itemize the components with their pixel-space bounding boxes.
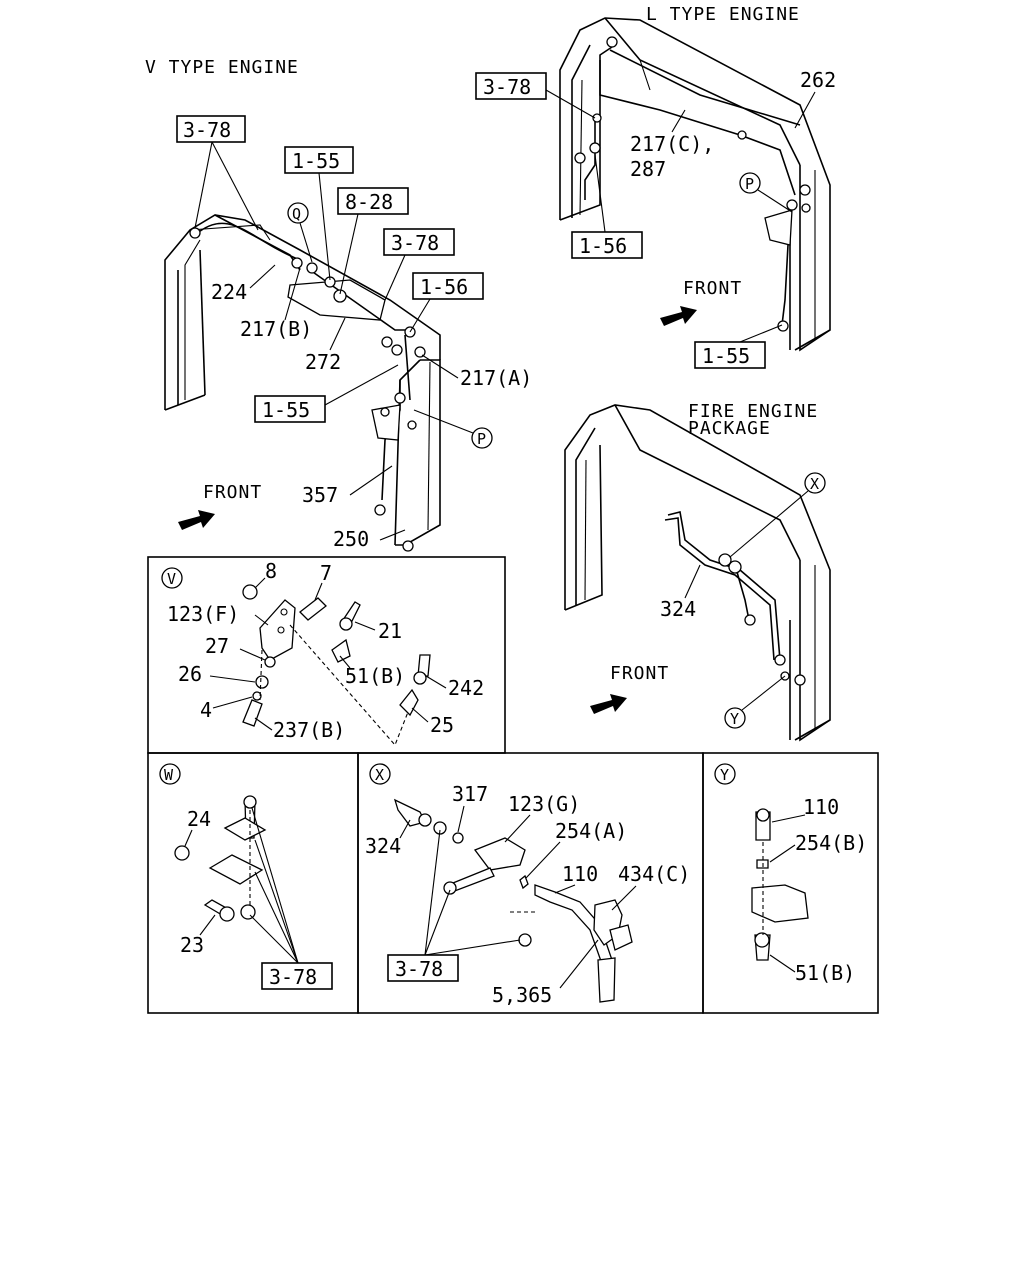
l-ref-3-78: 3-78 [483,75,531,99]
detail-y-panel: Y 110 254(B) 51(B) [702,752,879,1014]
detail-x-marker: X [375,766,384,784]
v-part-51b: 51(B) [345,664,405,688]
front-arrow-icon [178,510,215,530]
l-marker-p: P [745,175,754,193]
x-part-110: 110 [562,862,598,886]
detail-v-panel: V 8 7 123(F) 21 27 26 51(B) 242 [147,556,506,754]
y-part-51b: 51(B) [795,961,855,985]
v-ref-1-56: 1-56 [420,275,468,299]
v-part-250: 250 [333,527,369,551]
detail-x-panel: X 3-78 317 123(G) 324 254(A) 110 434(C) … [357,752,704,1014]
x-part-434c: 434(C) [618,862,690,886]
v-part-4: 4 [200,698,212,722]
fire-engine-view: FIRE ENGINE PACKAGE X Y 324 FRONT [564,401,831,742]
y-part-110: 110 [803,795,839,819]
v-part-25: 25 [430,713,454,737]
v-part-217b: 217(B) [240,317,312,341]
v-ref-1-55-a: 1-55 [292,149,340,173]
v-part-26: 26 [178,662,202,686]
l-ref-1-55: 1-55 [702,344,750,368]
w-part-24: 24 [187,807,211,831]
l-part-262: 262 [800,68,836,92]
l-part-217c: 217(C), [630,132,714,156]
front-arrow-icon [660,306,697,326]
x-part-123g: 123(G) [508,792,580,816]
v-part-27: 27 [205,634,229,658]
x-ref-3-78: 3-78 [395,957,443,981]
l-front-label: FRONT [683,278,742,299]
v-front-label: FRONT [203,482,262,503]
v-type-title: V TYPE ENGINE [145,57,299,78]
w-part-23: 23 [180,933,204,957]
x-part-317: 317 [452,782,488,806]
v-part-272: 272 [305,350,341,374]
l-ref-1-56: 1-56 [579,234,627,258]
x-part-324: 324 [365,834,401,858]
v-part-21: 21 [378,619,402,643]
fire-title-line1: FIRE ENGINE [688,401,818,422]
v-part-224: 224 [211,280,247,304]
detail-w-marker: W [164,766,174,784]
v-part-8: 8 [265,559,277,583]
v-part-123f: 123(F) [167,602,239,626]
fire-title-line2: PACKAGE [688,418,771,439]
detail-y-marker: Y [720,766,729,784]
x-part-5-365: 5,365 [492,983,552,1007]
detail-v-marker: V [167,570,176,588]
v-ref-3-78-b: 3-78 [391,231,439,255]
v-type-engine-view: V TYPE ENGINE [145,57,532,552]
v-ref-1-55-b: 1-55 [262,398,310,422]
fire-marker-y: Y [730,710,739,728]
v-part-357: 357 [302,483,338,507]
v-ref-8-28: 8-28 [345,190,393,214]
v-part-237b: 237(B) [273,718,345,742]
fire-marker-x: X [810,475,819,493]
v-part-217a: 217(A) [460,366,532,390]
y-part-254b: 254(B) [795,831,867,855]
v-marker-q: Q [292,205,301,223]
front-arrow-icon [590,694,627,714]
v-part-242: 242 [448,676,484,700]
x-part-254a: 254(A) [555,819,627,843]
fire-front-label: FRONT [610,663,669,684]
w-ref-3-78: 3-78 [269,965,317,989]
detail-w-panel: W 3-78 24 23 [147,752,359,1014]
l-part-287: 287 [630,157,666,181]
l-type-engine-view: L TYPE ENGINE 3-78 1-56 1-55 [475,4,836,369]
v-ref-3-78-a: 3-78 [183,118,231,142]
fire-part-324: 324 [660,597,696,621]
l-type-title: L TYPE ENGINE [646,4,800,25]
v-marker-p: P [477,430,486,448]
v-part-7: 7 [320,561,332,585]
